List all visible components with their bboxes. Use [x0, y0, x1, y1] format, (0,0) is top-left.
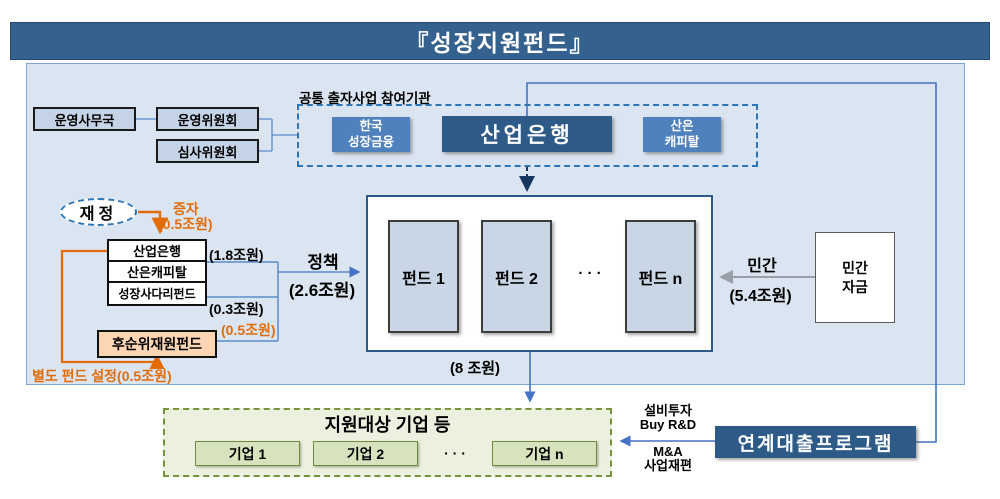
- loan-purpose-bottom: M&A 사업재편: [623, 445, 713, 472]
- purpose-buy-rnd: Buy R&D: [639, 416, 697, 432]
- review-committee-label: 심사위원회: [177, 144, 238, 160]
- ladder-amount: (0.3조원): [209, 301, 264, 317]
- loan-purpose-top: 설비투자 Buy R&D: [623, 404, 713, 431]
- private-capital-line2: 자금: [842, 278, 868, 295]
- review-committee-box: 심사위원회: [156, 139, 259, 163]
- linked-loan-program-box: 연계대출프로그램: [715, 426, 916, 458]
- separate-fund-note: 별도 펀드 설정(0.5조원): [32, 368, 172, 384]
- policy-amount: (2.6조원): [288, 281, 356, 300]
- source-kdb-label: 산업은행: [133, 244, 181, 259]
- company-n-box: 기업 n: [492, 441, 597, 466]
- fund-n-box: 펀드 n: [625, 220, 696, 333]
- source-kdb-capital-label: 산은캐피탈: [127, 265, 187, 280]
- source-growth-ladder-box: 성장사다리펀드: [107, 281, 207, 306]
- participants-label: 공통 출자사업 참여기관: [299, 91, 431, 106]
- target-title: 지원대상 기업 등: [324, 415, 451, 435]
- kgf-line1: 한국: [359, 118, 383, 133]
- kdbc-line2: 캐피탈: [664, 134, 700, 149]
- government-finance-label: 재정: [79, 206, 118, 223]
- source-growth-ladder-label: 성장사다리펀드: [118, 287, 196, 301]
- kdb-bank-label: 산업은행: [480, 124, 574, 147]
- steering-committee-box: 운영위원회: [156, 107, 259, 131]
- fund-dots: · · ·: [578, 265, 602, 282]
- title-bar: 『성장지원펀드』: [10, 22, 990, 60]
- purpose-restructuring: 사업재편: [644, 457, 692, 473]
- source-kdb-box: 산업은행: [107, 239, 207, 262]
- fund-2-label: 펀드 2: [495, 270, 538, 288]
- steering-committee-label: 운영위원회: [177, 112, 238, 128]
- diagram-title: 『성장지원펀드』: [405, 30, 595, 56]
- fund-n-label: 펀드 n: [638, 270, 683, 288]
- private-label: 민간: [747, 258, 777, 275]
- funds-total-amount: (8 조원): [449, 360, 501, 377]
- fund-1-label: 펀드 1: [402, 270, 445, 288]
- operating-office-box: 운영사무국: [33, 107, 136, 131]
- company-2-box: 기업 2: [313, 441, 418, 466]
- kdb-amount: (1.8조원): [209, 247, 264, 263]
- operating-office-label: 운영사무국: [54, 112, 115, 128]
- company-1-box: 기업 1: [195, 441, 300, 466]
- kdbc-line1: 산은: [670, 118, 694, 133]
- linked-loan-program-label: 연계대출프로그램: [737, 433, 894, 455]
- private-amount: (5.4조원): [729, 288, 792, 305]
- private-capital-line1: 민간: [842, 260, 868, 277]
- capital-increase-label: 증자: [173, 201, 199, 217]
- government-finance-oval: 재정: [60, 198, 137, 226]
- fund-2-box: 펀드 2: [481, 220, 552, 333]
- purpose-mna: M&A: [653, 444, 683, 459]
- subordinate-fund-label: 후순위재원펀드: [111, 336, 203, 352]
- policy-label: 정책: [307, 253, 339, 272]
- source-kdb-capital-box: 산은캐피탈: [107, 260, 207, 283]
- purpose-facility-investment: 설비투자: [644, 403, 692, 418]
- subordinate-fund-box: 후순위재원펀드: [97, 330, 217, 358]
- company-2-label: 기업 2: [346, 445, 385, 462]
- company-n-label: 기업 n: [525, 445, 564, 462]
- company-1-label: 기업 1: [228, 445, 267, 462]
- participants-group-box: [297, 104, 758, 167]
- subordinate-amount: (0.5조원): [221, 322, 276, 338]
- company-dots: · · ·: [444, 445, 466, 461]
- fund-1-box: 펀드 1: [388, 220, 459, 333]
- kdb-bank-box: 산업은행: [442, 116, 612, 152]
- kgf-line2: 성장금융: [347, 134, 394, 149]
- capital-increase-amount: (0.5조원): [158, 216, 213, 232]
